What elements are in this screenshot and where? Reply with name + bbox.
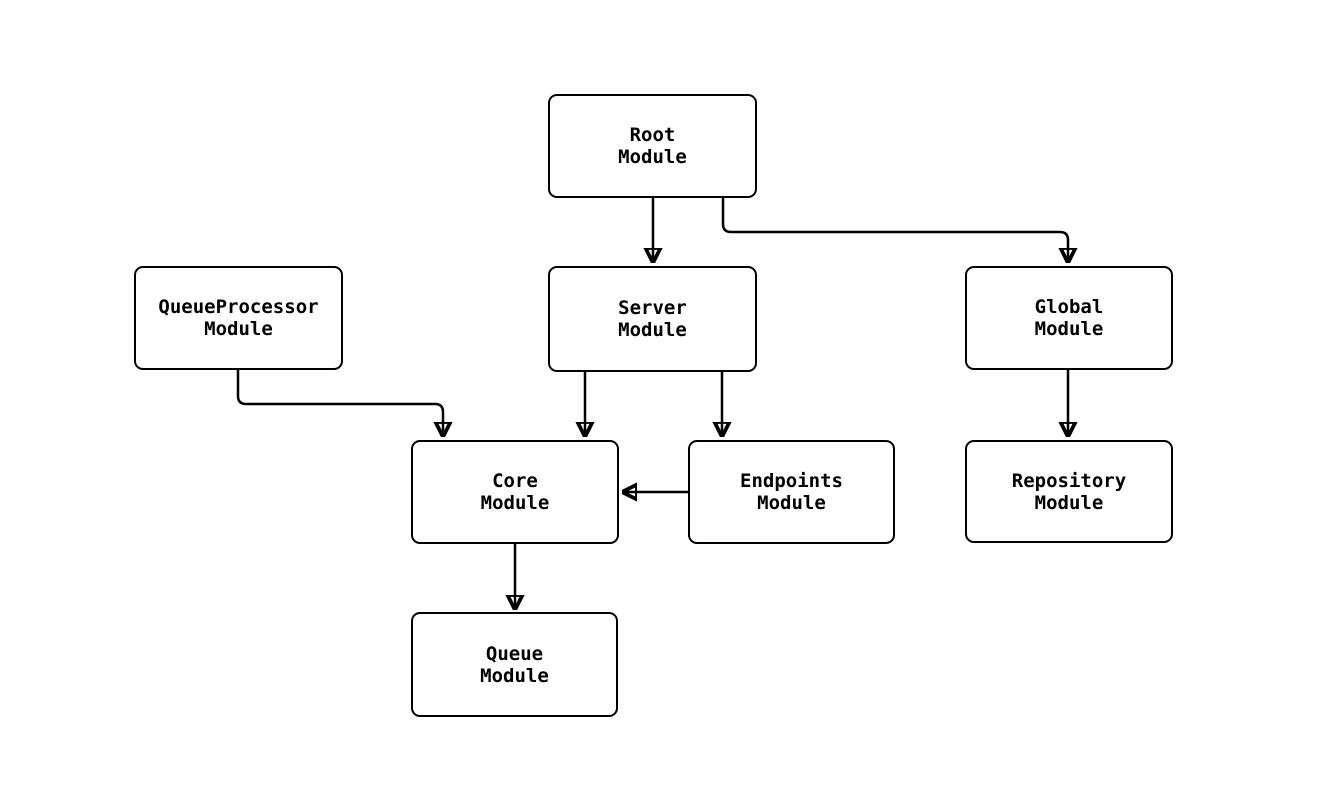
node-core-label-line2: Module [480, 492, 550, 514]
node-queueprocessor-label-line1: QueueProcessor [158, 296, 319, 318]
node-global-module: Global Module [965, 266, 1173, 370]
node-repository-module: Repository Module [965, 440, 1173, 543]
node-global-label-line2: Module [1034, 318, 1104, 340]
node-endpoints-label-line1: Endpoints [740, 470, 843, 492]
edge-queueprocessor-to-core [236, 370, 443, 437]
node-queueprocessor-label-line2: Module [204, 318, 273, 340]
node-core-module: Core Module [411, 440, 619, 544]
node-endpoints-label-line2: Module [757, 492, 826, 514]
node-queue-label-line2: Module [480, 664, 549, 687]
node-queue-module: Queue Module [411, 612, 618, 717]
edge-root-to-global [721, 198, 1068, 263]
node-repository-label-line2: Module [1034, 491, 1104, 514]
node-global-label-line1: Global [1034, 296, 1104, 318]
node-queue-label-line1: Queue [485, 642, 544, 665]
node-server-module: Server Module [548, 266, 757, 372]
node-root-label-line2: Module [618, 146, 687, 168]
node-endpoints-module: Endpoints Module [688, 440, 895, 544]
node-core-label-line1: Core [492, 470, 538, 492]
node-server-label-line1: Server [618, 297, 687, 319]
node-queueprocessor-module: QueueProcessor Module [134, 266, 343, 370]
node-root-module: Root Module [548, 94, 757, 198]
node-root-label-line1: Root [629, 124, 676, 146]
node-repository-label-line1: Repository [1011, 469, 1127, 492]
node-server-label-line2: Module [618, 319, 687, 341]
